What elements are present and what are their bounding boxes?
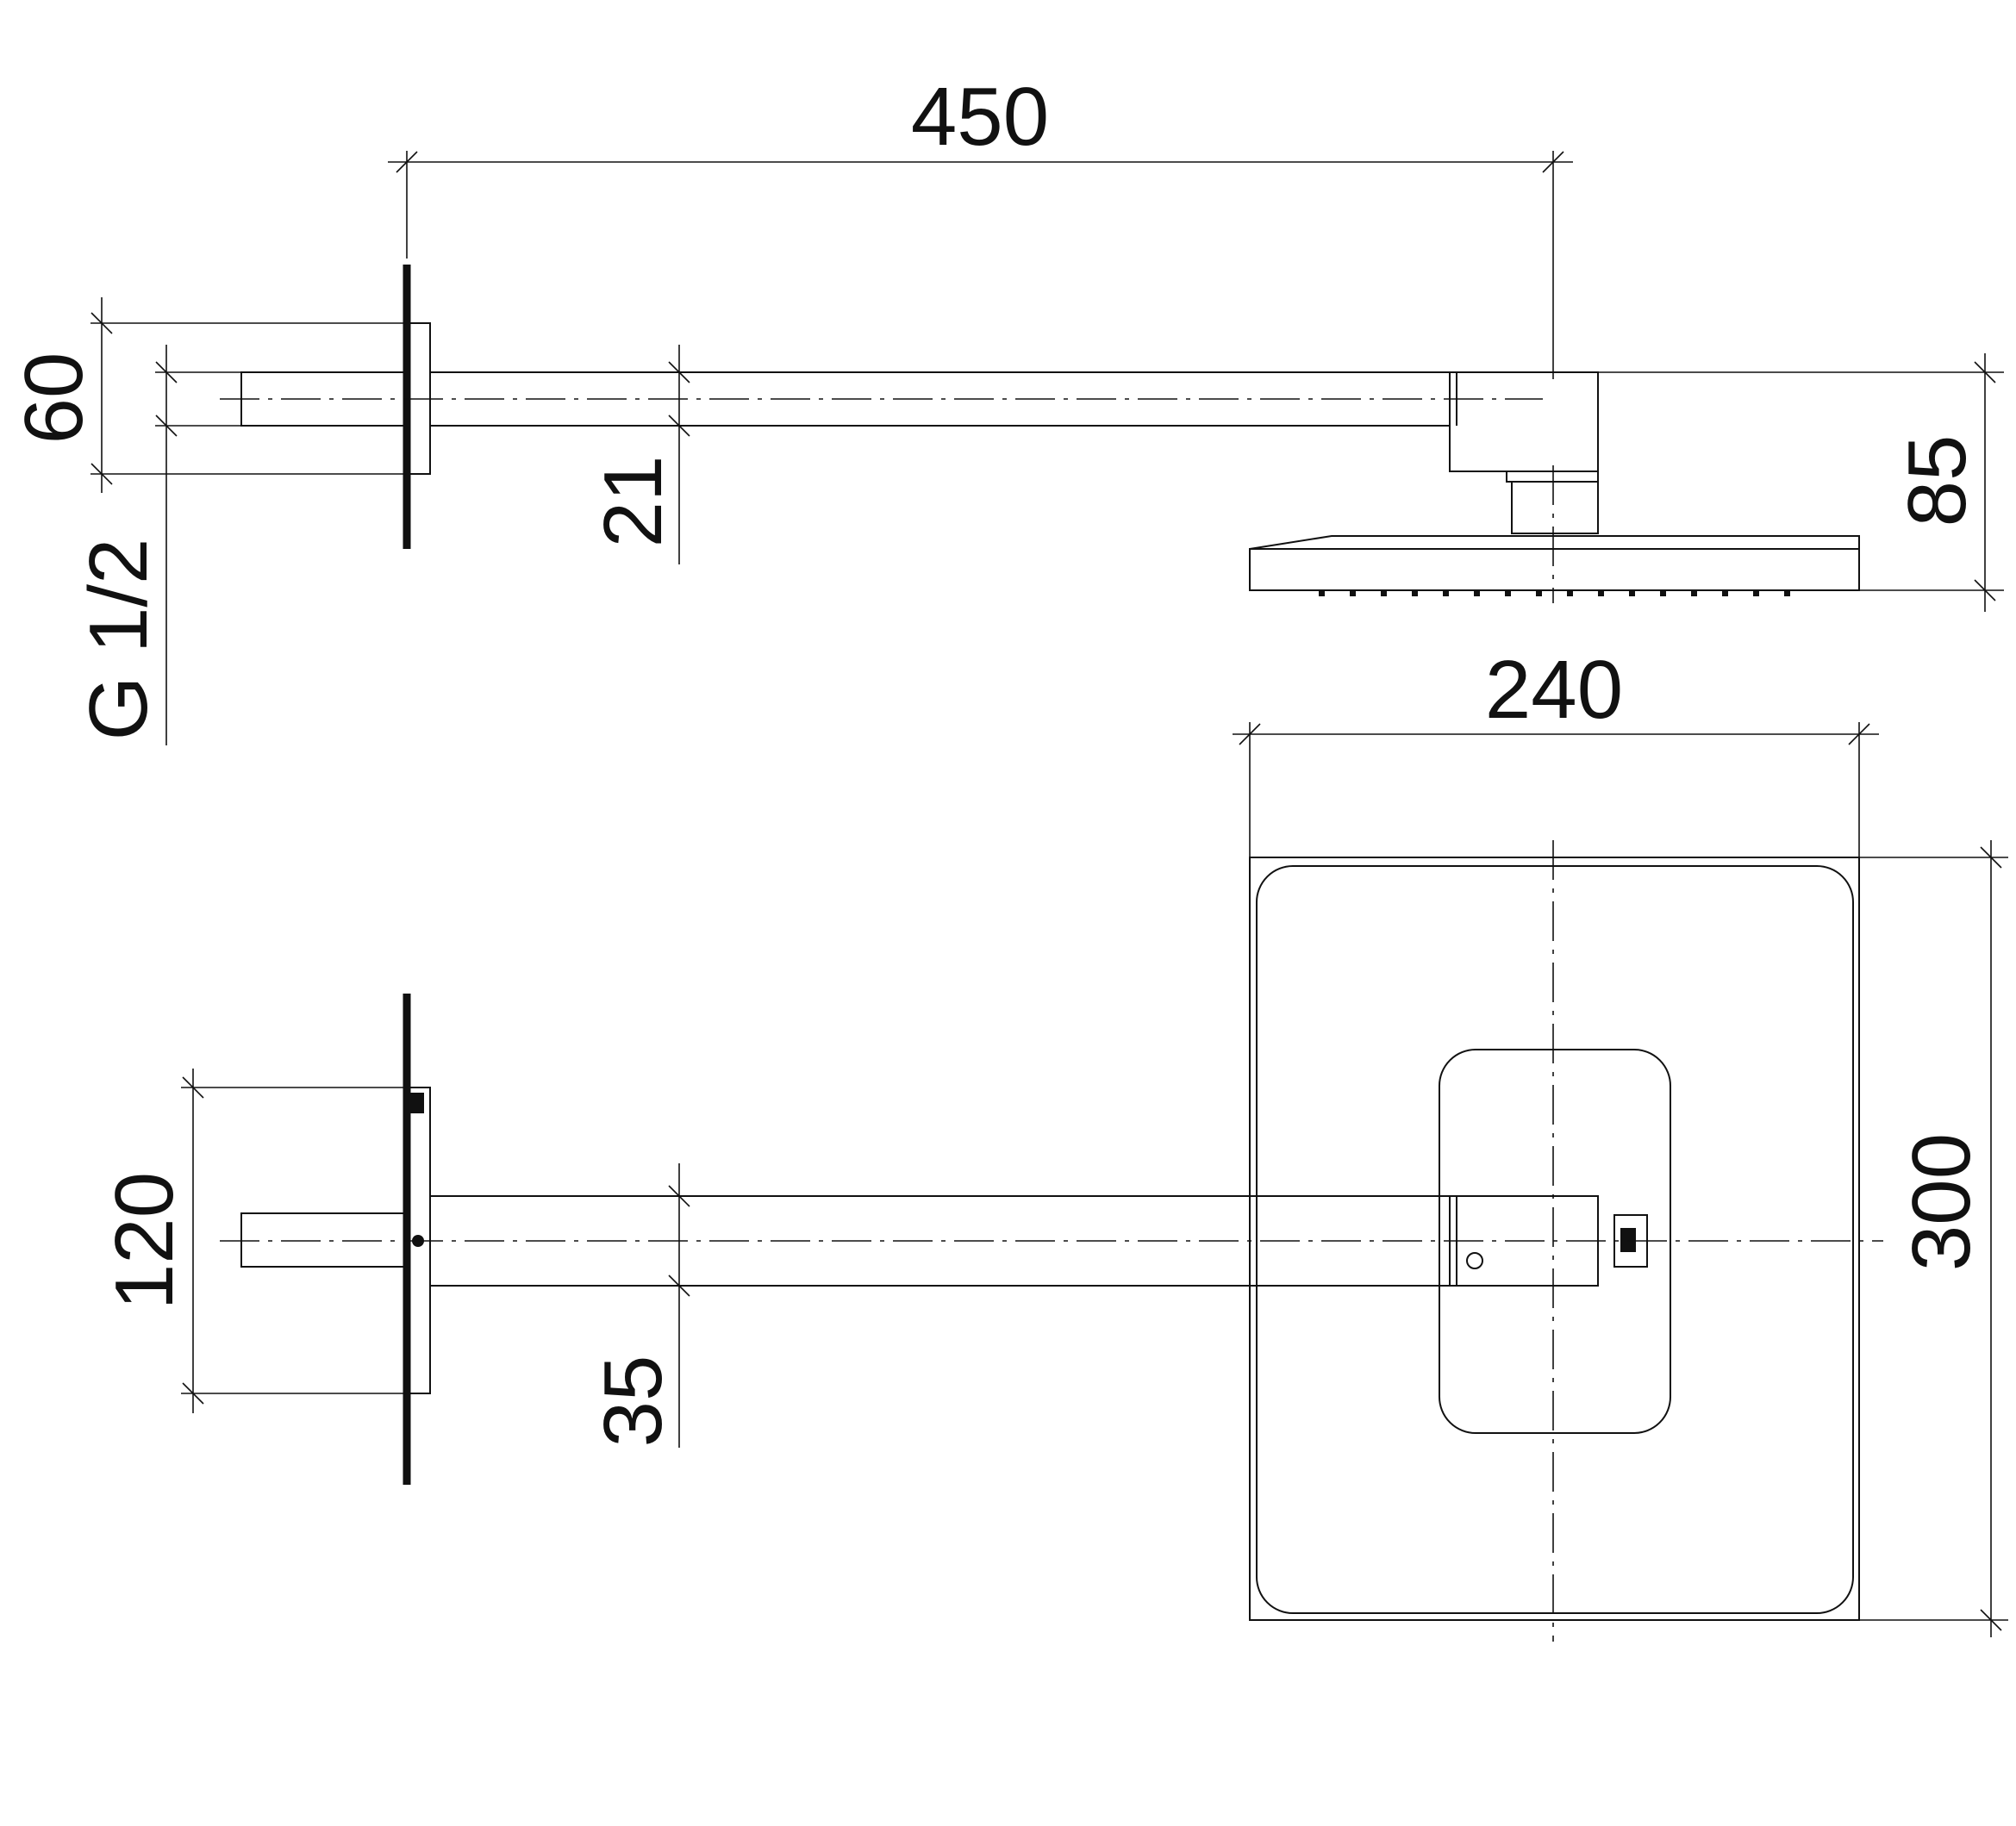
- flange-screw-cover: [409, 1093, 424, 1113]
- dim-flange-height-side: 60: [8, 352, 100, 445]
- pipe-stub-side: [240, 371, 408, 427]
- top-view: [220, 840, 1883, 1642]
- elbow-side: [1449, 371, 1599, 472]
- dim-arm-height-side: 21: [587, 456, 679, 548]
- dim-head-height: 85: [1891, 435, 1983, 527]
- shower-head-top: [1249, 857, 1860, 1621]
- dim-head-width: 240: [1485, 644, 1623, 736]
- dim-head-length: 300: [1895, 1133, 1988, 1271]
- side-view-dimensions: 450 60 G 1/2 21 85: [8, 71, 2004, 745]
- dim-arm-length: 450: [911, 71, 1049, 163]
- set-screw: [1466, 1252, 1483, 1269]
- dim-flange-height-top: 120: [98, 1172, 190, 1310]
- dim-arm-width-top: 35: [587, 1355, 679, 1448]
- mount-plate: [1439, 1049, 1671, 1434]
- dim-thread: G 1/2: [72, 539, 165, 741]
- top-view-dimensions: 240 120 35 300: [98, 644, 2008, 1637]
- nozzle-row: [1319, 590, 1790, 596]
- shower-head-side: [1249, 548, 1860, 591]
- pipe-stub-top: [240, 1212, 408, 1268]
- side-view: [220, 265, 1860, 603]
- neck-side: [1511, 481, 1599, 534]
- shower-head-face: [1256, 865, 1854, 1614]
